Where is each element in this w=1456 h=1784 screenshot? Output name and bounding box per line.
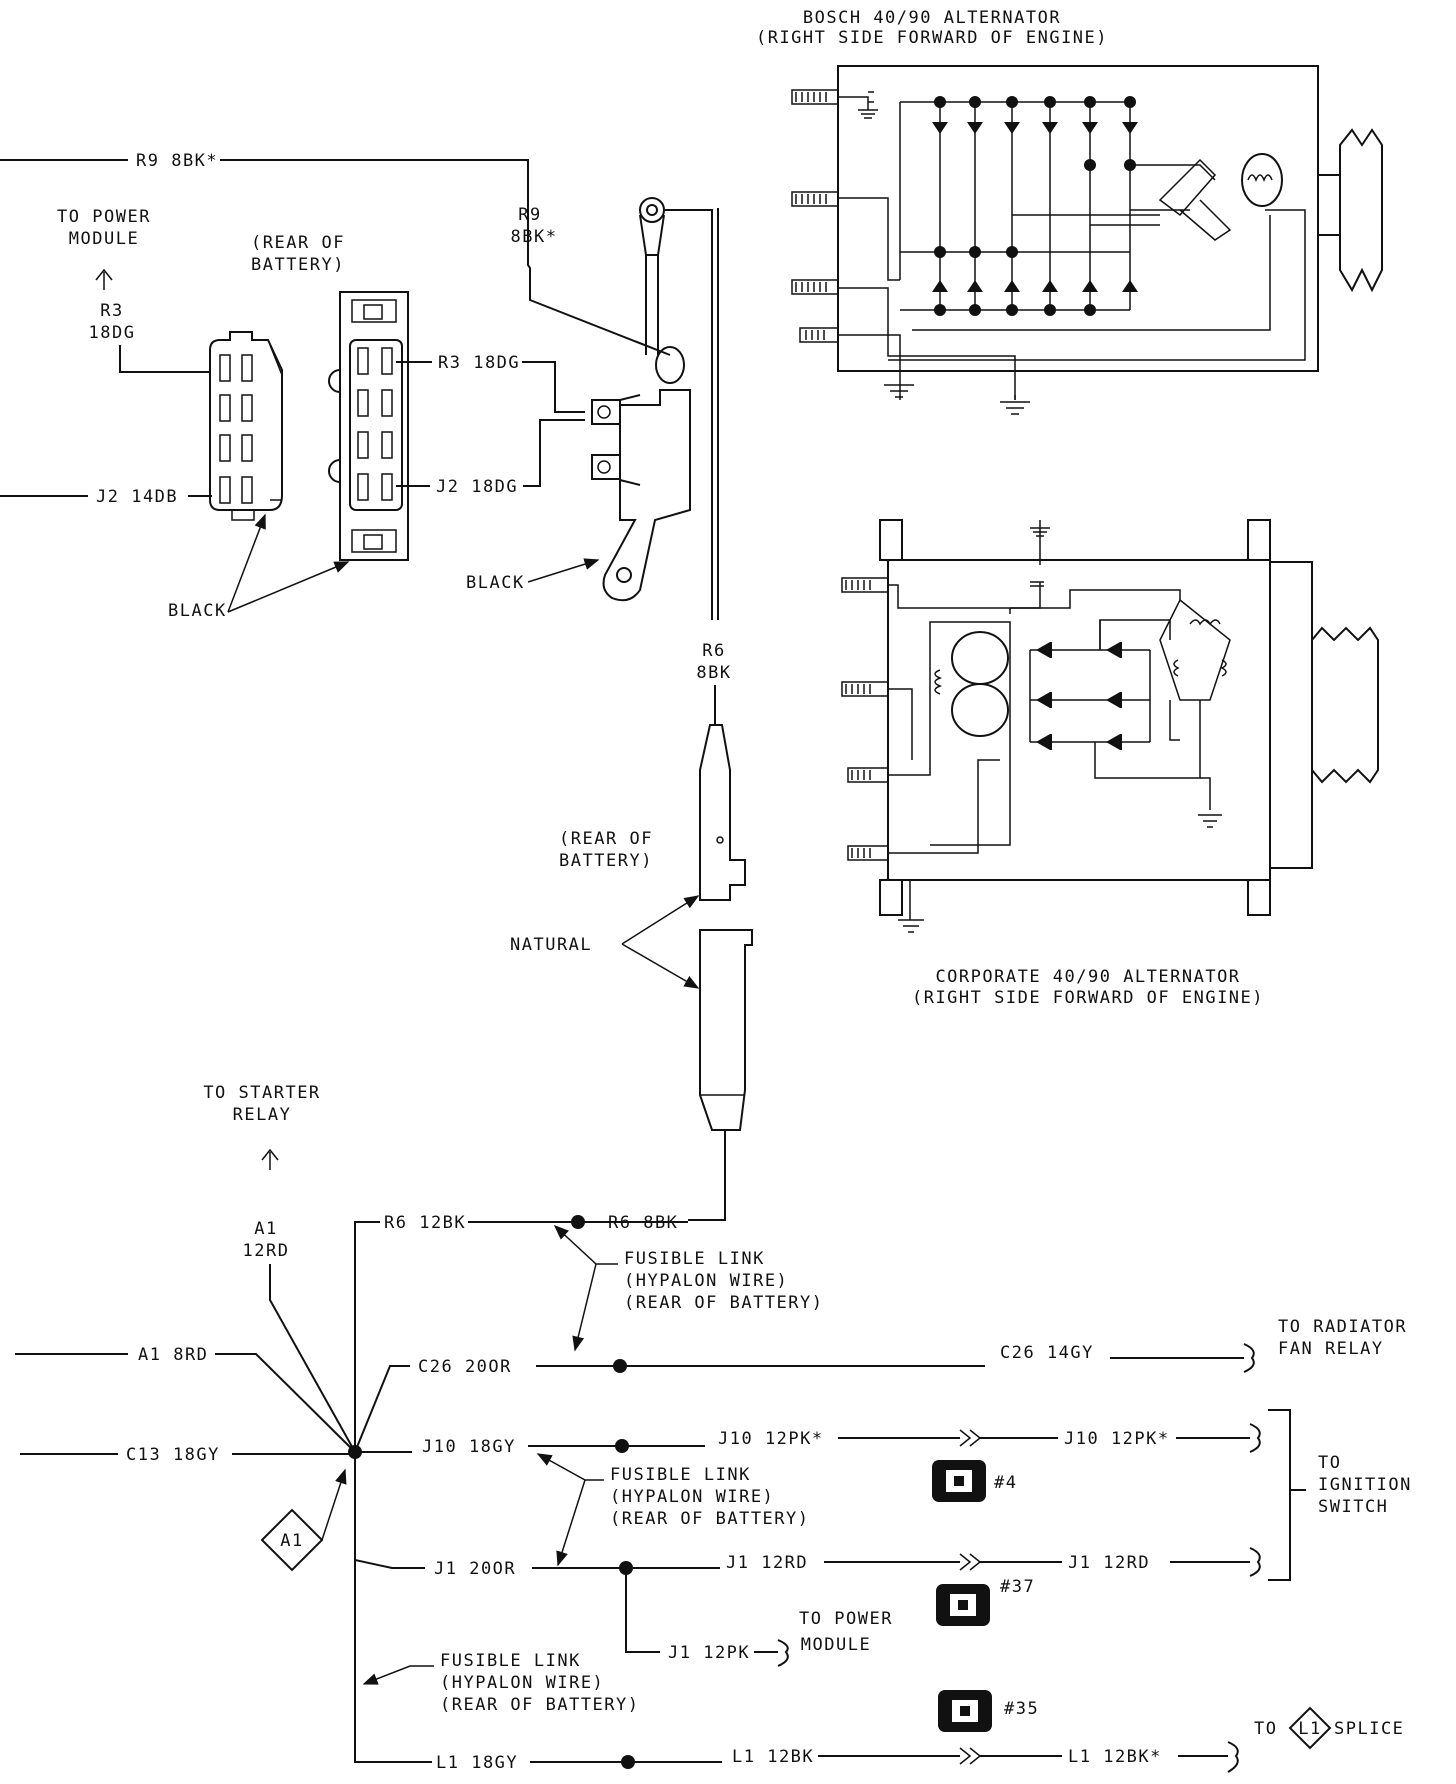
label-r9-top: R9 8BK*	[136, 151, 218, 171]
bosch-alt-housing	[837, 65, 1319, 372]
label-to-power-module-2b: MODULE	[801, 1635, 871, 1655]
wire-r9-top	[0, 159, 671, 356]
label-to-radiator: TO RADIATOR	[1278, 1317, 1407, 1337]
bosch-pulley	[1339, 128, 1383, 293]
label-j2-left: J2 14DB	[96, 487, 178, 507]
connector-37-icon	[936, 1584, 990, 1626]
label-l1-12bk: L1 12BK	[732, 1747, 814, 1767]
label-j1-20or: J1 20OR	[434, 1559, 516, 1579]
corp-pulley-hub	[1269, 561, 1313, 869]
label-r6-vert-2: 8BK	[696, 663, 731, 683]
natural-connector: R6 8BK (REAR OF BATTERY) NATURAL	[510, 641, 753, 1221]
label-to-power-module-2: MODULE	[69, 229, 139, 249]
label-r3-conn: R3 18DG	[438, 353, 520, 373]
label-to-ignition: TO	[1318, 1453, 1341, 1473]
bosch-terminals	[791, 89, 839, 343]
label-r3-gauge: 18DG	[89, 323, 136, 343]
label-fusible-link-2-loc: (REAR OF BATTERY)	[610, 1509, 810, 1529]
label-j1-12rd-a: J1 12RD	[726, 1553, 808, 1573]
connector-left	[209, 331, 283, 521]
label-r6-8bk: R6 8BK	[608, 1213, 678, 1233]
label-fusible-link-1-loc: (REAR OF BATTERY)	[624, 1293, 824, 1313]
corp-terminals	[841, 577, 889, 861]
a1-diamond-label: A1	[280, 1531, 303, 1551]
label-l1-12bk-star: L1 12BK*	[1068, 1747, 1162, 1767]
connector-35-icon	[938, 1690, 992, 1732]
label-j1-12pk: J1 12PK	[668, 1643, 750, 1663]
label-fusible-link-3-loc: (REAR OF BATTERY)	[440, 1695, 640, 1715]
arrow-to-power-module	[95, 268, 113, 290]
label-l1-diamond: L1	[1298, 1719, 1321, 1739]
corp-alt-title: CORPORATE 40/90 ALTERNATOR	[935, 967, 1240, 987]
label-r3: R3	[100, 301, 123, 321]
bosch-alt-title: BOSCH 40/90 ALTERNATOR	[803, 8, 1061, 28]
label-r9-vert: R9	[518, 205, 541, 225]
label-to-power-module: TO POWER	[57, 207, 151, 227]
label-j10-18gy: J10 18GY	[422, 1437, 516, 1457]
label-c26-20or: C26 20OR	[418, 1357, 512, 1377]
label-conn-35: #35	[1004, 1699, 1039, 1719]
bosch-grounds	[884, 384, 1030, 415]
wire-r3-conn	[396, 361, 585, 413]
label-j1-12rd-b: J1 12RD	[1068, 1553, 1150, 1573]
label-to-power-module-2: TO POWER	[799, 1609, 893, 1629]
label-rear-of-battery-b-2: BATTERY)	[559, 851, 653, 871]
label-fusible-link-2-wire: (HYPALON WIRE)	[610, 1487, 774, 1507]
bosch-diodes	[932, 96, 1138, 316]
connector-4-icon	[932, 1460, 986, 1502]
label-to-radiator-2: FAN RELAY	[1278, 1339, 1384, 1359]
corp-circuit	[888, 520, 1231, 933]
label-r6-12bk: R6 12BK	[384, 1213, 466, 1233]
label-a1: A1	[254, 1219, 277, 1239]
label-r6-vert: R6	[702, 641, 725, 661]
label-to-l1: TO	[1254, 1719, 1277, 1739]
splice-network: TO STARTER RELAY A1 12RD R6 12BK R6 8BK …	[15, 1083, 1412, 1773]
label-j2-conn: J2 18DG	[436, 477, 518, 497]
a1-diamond: A1	[260, 1468, 347, 1572]
label-j10-12pk-b: J10 12PK*	[1064, 1429, 1170, 1449]
label-conn-37: #37	[1000, 1577, 1035, 1597]
corp-pulley	[1311, 626, 1379, 784]
label-c13: C13 18GY	[126, 1445, 220, 1465]
label-to-ignition-3: SWITCH	[1318, 1497, 1388, 1517]
label-a1-8rd: A1 8RD	[138, 1345, 208, 1365]
label-to-starter: TO STARTER	[203, 1083, 320, 1103]
bosch-rectifier	[838, 91, 1306, 400]
label-black-2: BLACK	[466, 573, 525, 593]
label-natural: NATURAL	[510, 935, 592, 955]
label-rear-of-battery-a-2: BATTERY)	[251, 255, 345, 275]
label-j10-12pk-a: J10 12PK*	[718, 1429, 824, 1449]
label-a1-gauge: 12RD	[243, 1241, 290, 1261]
label-fusible-link-2: FUSIBLE LINK	[610, 1465, 751, 1485]
label-conn-4: #4	[994, 1473, 1017, 1493]
corp-diodes	[1036, 642, 1122, 750]
corp-alt-location: (RIGHT SIDE FORWARD OF ENGINE)	[912, 988, 1264, 1008]
label-c26-14gy: C26 14GY	[1000, 1343, 1094, 1363]
corporate-alternator: CORPORATE 40/90 ALTERNATOR (RIGHT SIDE F…	[841, 519, 1379, 1008]
power-module-connectors: R9 8BK* R9 8BK* TO POWER MODULE R3 18DG …	[0, 151, 671, 621]
label-fusible-link-1: FUSIBLE LINK	[624, 1249, 765, 1269]
corp-rotor-icon	[934, 619, 1227, 737]
label-splice: SPLICE	[1334, 1719, 1404, 1739]
label-fusible-link-1-wire: (HYPALON WIRE)	[624, 1271, 788, 1291]
label-fusible-link-3-wire: (HYPALON WIRE)	[440, 1673, 604, 1693]
bosch-alt-location: (RIGHT SIDE FORWARD OF ENGINE)	[756, 28, 1108, 48]
battery-cable-terminal: BLACK	[466, 197, 719, 620]
label-rear-of-battery-b: (REAR OF	[559, 829, 653, 849]
bosch-alternator: BOSCH 40/90 ALTERNATOR (RIGHT SIDE FORWA…	[756, 8, 1383, 415]
label-r9-vert-2: 8BK*	[511, 227, 558, 247]
label-to-starter-2: RELAY	[233, 1105, 292, 1125]
label-l1-18gy: L1 18GY	[436, 1753, 518, 1773]
label-to-ignition-2: IGNITION	[1318, 1475, 1412, 1495]
bosch-pulley-hub	[1317, 174, 1341, 236]
wire-j2-conn	[396, 419, 585, 487]
label-black-1: BLACK	[168, 601, 227, 621]
bosch-rotor-icon	[1241, 153, 1283, 207]
label-rear-of-battery-a: (REAR OF	[251, 233, 345, 253]
label-fusible-link-3: FUSIBLE LINK	[440, 1651, 581, 1671]
connector-right	[328, 291, 409, 561]
